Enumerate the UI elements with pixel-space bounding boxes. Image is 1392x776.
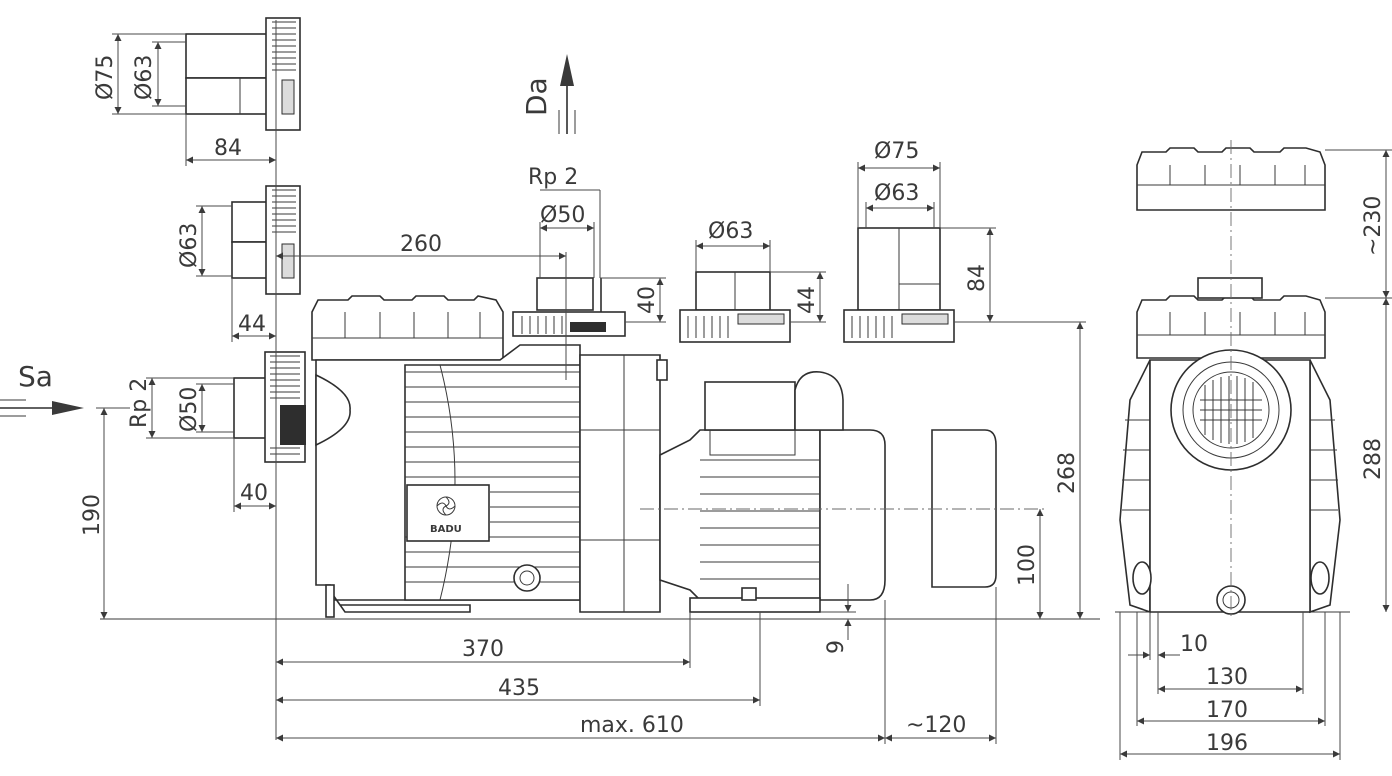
dim-top-63: Ø63 44 <box>695 219 826 323</box>
dim-side-50-thread: Rp 2 <box>127 378 152 428</box>
dim-top-height-value: 268 <box>1055 452 1080 494</box>
logo-text: BADU <box>430 524 462 535</box>
discharge-union <box>512 277 626 337</box>
dim-base-435: 435 <box>498 676 540 701</box>
discharge-label: Da <box>520 77 553 116</box>
suction-union <box>233 351 306 463</box>
dim-fitting-75-length: 84 <box>214 136 242 161</box>
dim-end-10: 10 <box>1180 632 1208 657</box>
discharge-flow-arrow: Da <box>520 54 576 134</box>
dim-top-75: Ø75 Ø63 84 <box>857 139 996 323</box>
dim-top-50-dia: Ø50 <box>540 203 585 228</box>
motor-fins <box>700 459 820 580</box>
dim-fitting-75-inner: Ø63 <box>132 55 157 100</box>
dim-suction-offset-value: 260 <box>400 232 442 257</box>
dim-suction-height: 190 <box>80 407 130 619</box>
dim-top-75-outer: Ø75 <box>874 139 919 164</box>
dim-top-height: 268 <box>954 321 1086 619</box>
dim-end-130: 130 <box>1206 665 1248 690</box>
base-line <box>100 611 1350 620</box>
dim-top-63-dia: Ø63 <box>708 219 753 244</box>
dim-fitting-63-dia: Ø63 <box>177 223 202 268</box>
dim-shaft-height-value: 100 <box>1015 544 1040 586</box>
fitting-63-top <box>679 271 791 343</box>
dim-end-widths: 10 130 170 196 <box>1119 612 1341 760</box>
fitting-75-side <box>185 17 301 131</box>
dim-overall-length: max. 610 <box>580 713 684 738</box>
dim-side-50: Rp 2 Ø50 40 <box>127 377 277 512</box>
dim-base-370: 370 <box>462 637 504 662</box>
dim-top-75-height: 84 <box>965 264 990 292</box>
fitting-63-side <box>231 185 301 295</box>
suction-label: Sa <box>18 360 53 393</box>
suction-flow-arrow: Sa <box>0 360 84 417</box>
dim-side-50-dia: Ø50 <box>177 387 202 432</box>
dim-foot-height-value: 9 <box>824 640 849 654</box>
dim-fitting-75: Ø75 Ø63 84 <box>93 33 277 166</box>
volute-ribs <box>405 364 580 601</box>
drain-plug <box>513 564 541 592</box>
dim-end-heights: ~230 288 <box>1325 149 1392 612</box>
dim-top-63-height: 44 <box>795 286 820 314</box>
dim-top-50-height: 40 <box>635 286 660 314</box>
dim-top-75-inner: Ø63 <box>874 181 919 206</box>
strainer-grid <box>1200 376 1262 444</box>
dim-suction-offset: 260 <box>276 232 567 380</box>
dim-fitting-75-outer: Ø75 <box>93 55 118 100</box>
dim-foot-height: 9 <box>820 584 856 654</box>
dim-suction-height-value: 190 <box>80 494 105 536</box>
dim-side-50-length: 40 <box>240 481 268 506</box>
pump-side-view: BADU <box>311 295 1045 618</box>
dim-top-50-thread: Rp 2 <box>528 165 578 190</box>
dim-end-170: 170 <box>1206 698 1248 723</box>
terminal-box <box>704 381 796 431</box>
dim-motor-clearance: ~120 <box>906 713 966 738</box>
fitting-75-top <box>843 227 955 343</box>
dim-shaft-height: 100 <box>1015 509 1044 619</box>
pump-end-view <box>1119 140 1341 620</box>
dim-lengths: 370 435 max. 610 ~120 <box>276 587 997 744</box>
fan-clearance-zone <box>931 429 997 588</box>
dim-end-196: 196 <box>1206 731 1248 756</box>
dim-lid-clearance: ~230 <box>1361 196 1386 256</box>
dim-fitting-63-length: 44 <box>238 312 266 337</box>
badu-logo-icon <box>436 496 456 516</box>
dim-top-50: Rp 2 Ø50 40 <box>528 165 666 323</box>
dim-end-height: 288 <box>1361 438 1386 480</box>
